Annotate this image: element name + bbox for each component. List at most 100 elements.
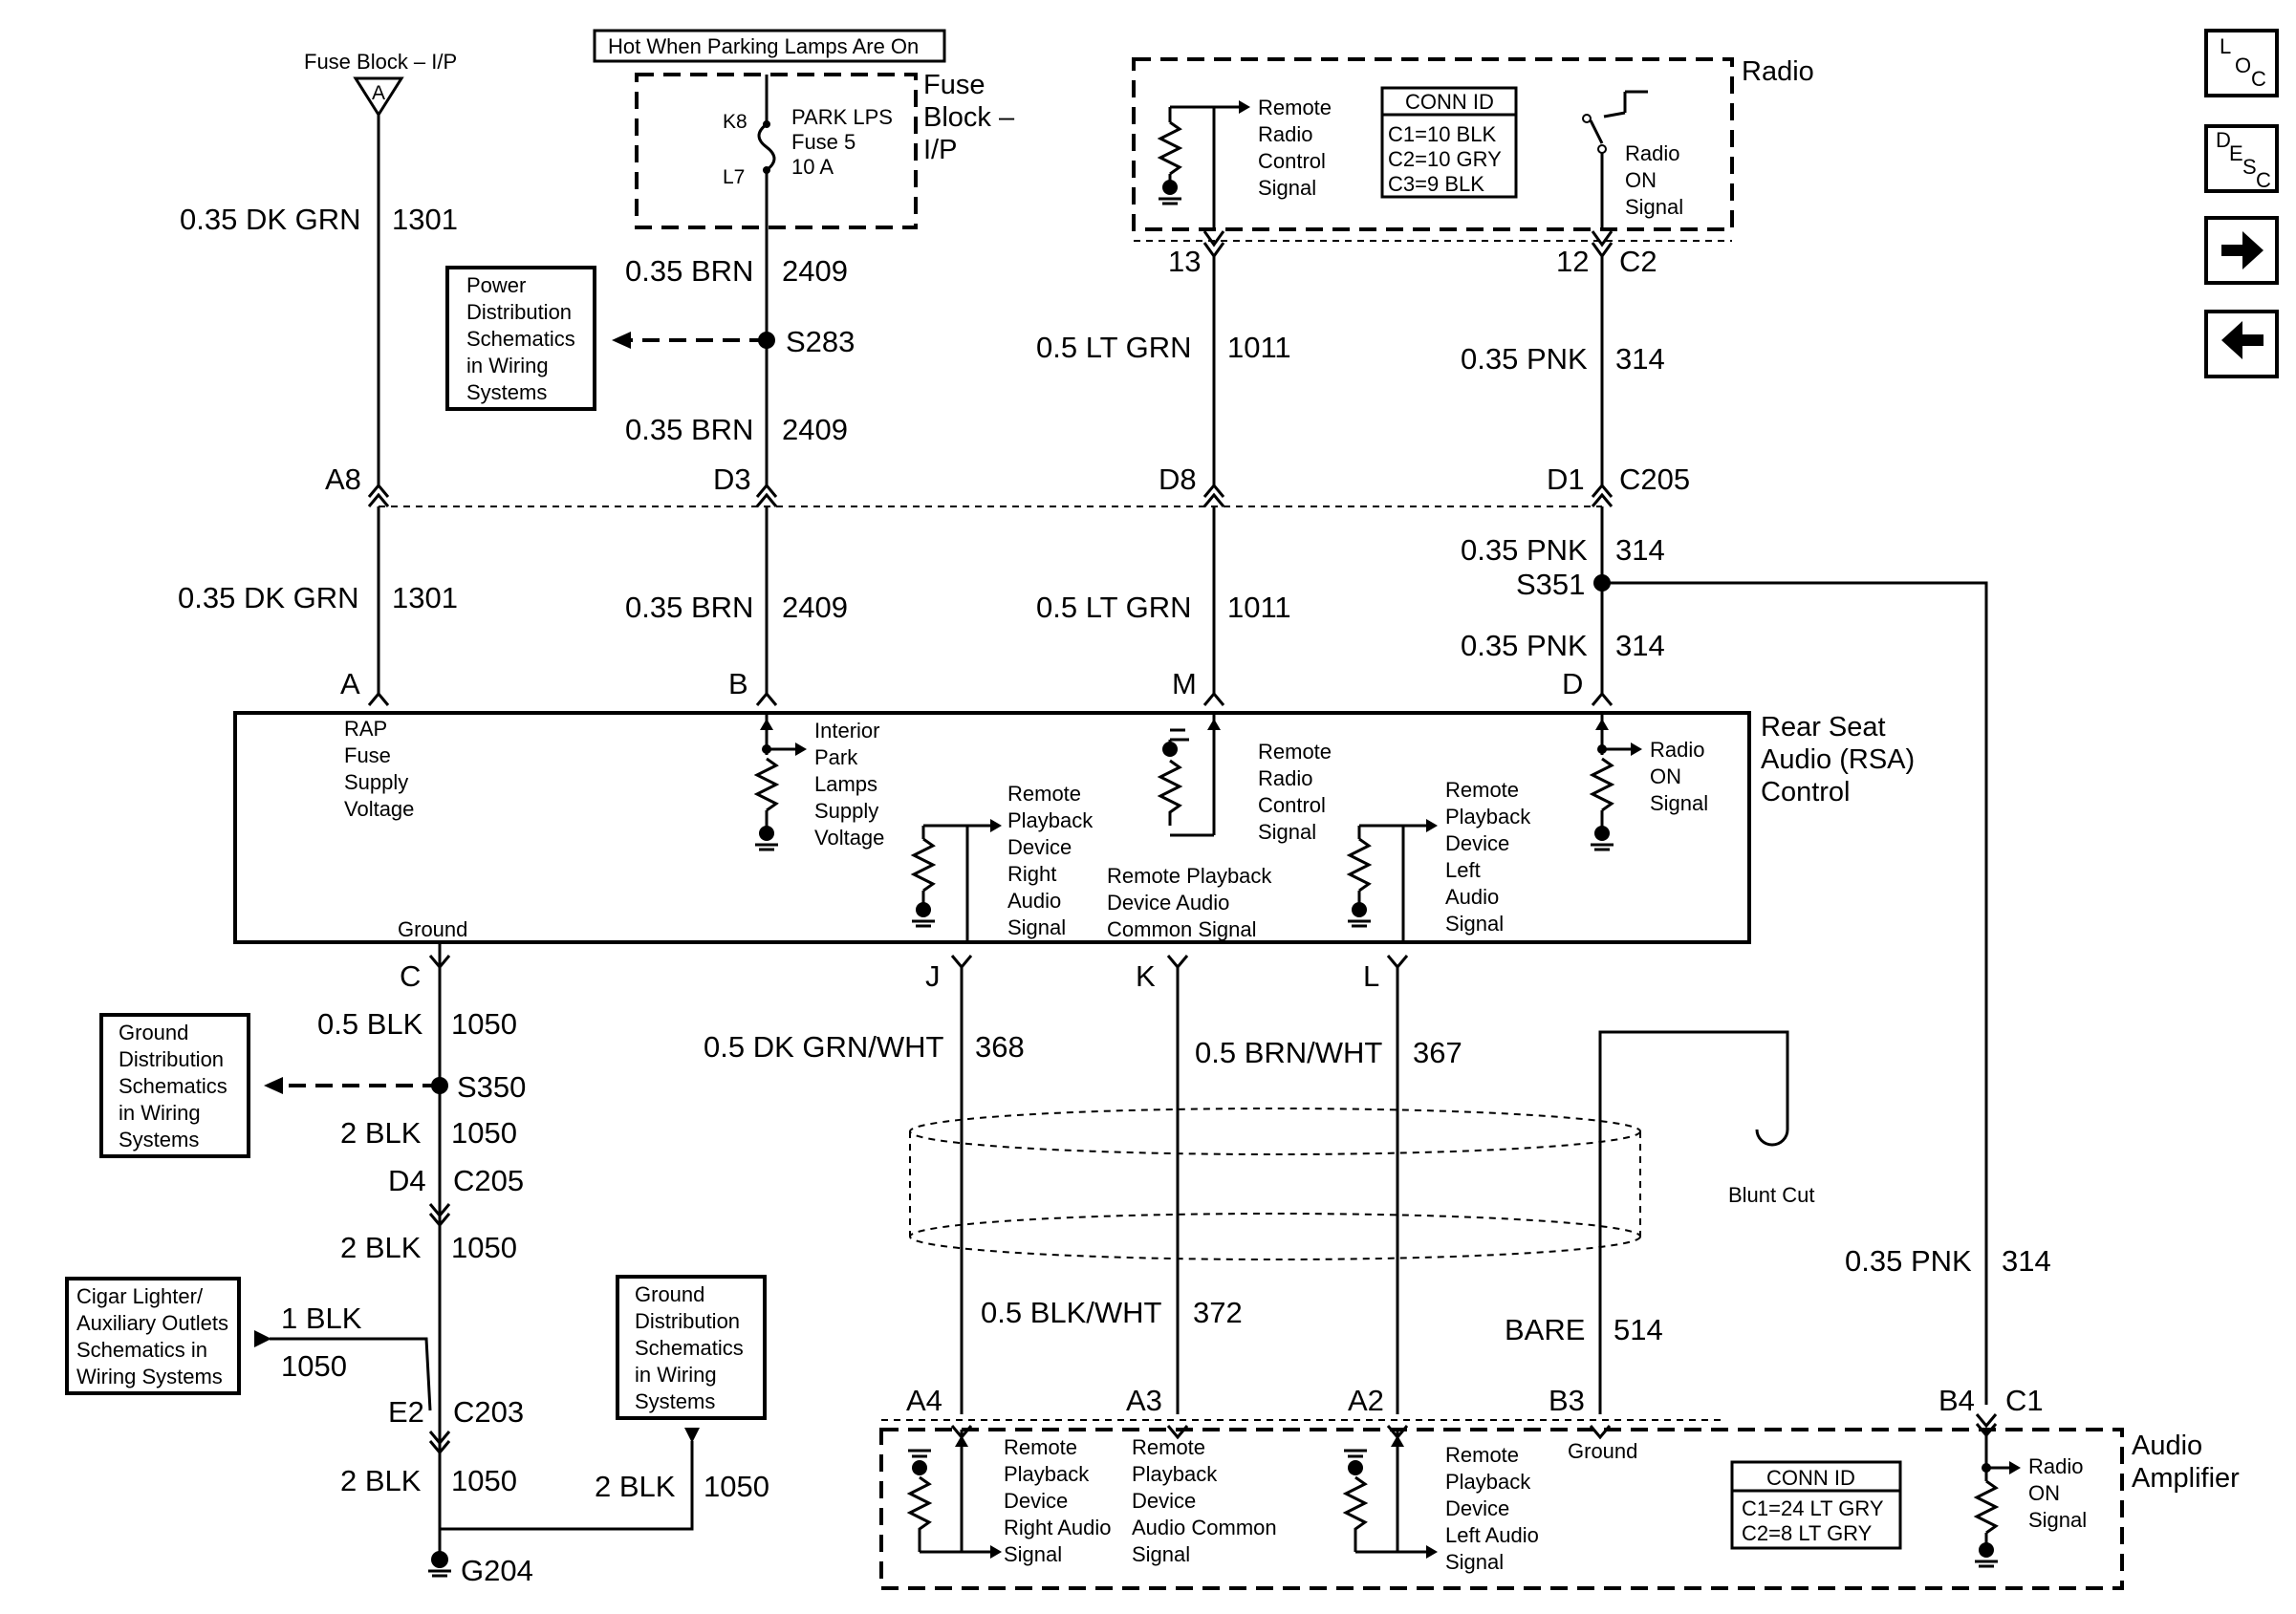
- svg-text:CONN ID: CONN ID: [1766, 1466, 1855, 1490]
- svg-text:Control: Control: [1761, 777, 1851, 807]
- svg-text:Signal: Signal: [1445, 912, 1504, 936]
- rsa-remote-playback-left: [1346, 819, 1438, 942]
- svg-text:Remote: Remote: [1004, 1435, 1077, 1459]
- svg-text:2409: 2409: [782, 591, 848, 624]
- svg-text:1050: 1050: [451, 1464, 517, 1497]
- svg-text:B: B: [728, 667, 748, 700]
- svg-text:Signal: Signal: [1650, 791, 1708, 815]
- cigar-lighter-ref[interactable]: [65, 1277, 241, 1395]
- svg-text:Supply: Supply: [344, 770, 408, 794]
- svg-text:Remote: Remote: [1132, 1435, 1205, 1459]
- svg-text:D4: D4: [388, 1164, 426, 1197]
- svg-text:Systems: Systems: [119, 1128, 199, 1151]
- svg-text:Left Audio: Left Audio: [1445, 1523, 1539, 1547]
- svg-text:Left: Left: [1445, 858, 1481, 882]
- svg-text:0.35 PNK: 0.35 PNK: [1461, 533, 1588, 567]
- power-distribution-ref[interactable]: [445, 266, 596, 411]
- prev-page-button[interactable]: [2204, 310, 2279, 378]
- hot-note-box: [593, 29, 946, 63]
- svg-text:Device: Device: [1445, 831, 1509, 855]
- svg-text:1050: 1050: [281, 1349, 347, 1383]
- ground-g204: [431, 1551, 448, 1568]
- splice-s283: [758, 332, 775, 349]
- svg-text:Signal: Signal: [1445, 1550, 1504, 1574]
- c205-connector: [367, 483, 1614, 507]
- radio-on-switch: [1582, 90, 1648, 229]
- svg-text:C3=9 BLK: C3=9 BLK: [1388, 172, 1484, 196]
- svg-text:Playback: Playback: [1445, 805, 1531, 829]
- amp-radio-on-signal: [1973, 1430, 2021, 1568]
- loc-button[interactable]: L O C: [2204, 29, 2279, 97]
- svg-text:Signal: Signal: [1004, 1542, 1062, 1566]
- svg-text:Radio: Radio: [1625, 141, 1679, 165]
- svg-text:1301: 1301: [392, 203, 458, 236]
- svg-text:Ground: Ground: [398, 917, 467, 941]
- svg-text:D8: D8: [1159, 463, 1197, 496]
- svg-text:L: L: [1363, 959, 1379, 993]
- svg-text:A4: A4: [906, 1384, 942, 1417]
- svg-text:Cigar Lighter/: Cigar Lighter/: [76, 1284, 204, 1308]
- svg-text:C2=8 LT GRY: C2=8 LT GRY: [1742, 1521, 1873, 1545]
- svg-text:Remote: Remote: [1445, 1443, 1519, 1467]
- svg-text:C1=24 LT GRY: C1=24 LT GRY: [1742, 1496, 1884, 1520]
- svg-text:1050: 1050: [704, 1470, 769, 1503]
- svg-text:Right: Right: [1007, 862, 1056, 886]
- svg-text:Systems: Systems: [635, 1389, 715, 1413]
- svg-text:BARE: BARE: [1505, 1313, 1585, 1346]
- next-page-button[interactable]: [2204, 216, 2279, 285]
- svg-text:2 BLK: 2 BLK: [340, 1231, 422, 1264]
- svg-text:Audio: Audio: [2132, 1431, 2202, 1461]
- svg-text:Playback: Playback: [1132, 1462, 1218, 1486]
- amp-conn-id: [1730, 1460, 1902, 1550]
- svg-text:Remote Playback: Remote Playback: [1107, 864, 1272, 888]
- svg-text:Signal: Signal: [1132, 1542, 1190, 1566]
- svg-text:Schematics: Schematics: [466, 327, 575, 351]
- svg-text:Radio: Radio: [1742, 56, 1814, 87]
- svg-text:J: J: [925, 959, 941, 993]
- svg-text:RAP: RAP: [344, 717, 387, 741]
- svg-text:0.35 DK GRN: 0.35 DK GRN: [178, 581, 359, 614]
- svg-text:Device: Device: [1004, 1489, 1068, 1513]
- radio-remote-signal: [1157, 100, 1250, 229]
- svg-text:L7: L7: [723, 166, 745, 188]
- svg-text:Systems: Systems: [466, 380, 547, 404]
- svg-text:0.35 PNK: 0.35 PNK: [1845, 1244, 1972, 1278]
- svg-text:C1: C1: [2005, 1384, 2044, 1417]
- svg-text:13: 13: [1168, 245, 1201, 278]
- svg-text:Device Audio: Device Audio: [1107, 891, 1229, 915]
- svg-text:367: 367: [1413, 1036, 1462, 1069]
- svg-text:12: 12: [1556, 245, 1589, 278]
- svg-text:A8: A8: [325, 463, 361, 496]
- svg-text:ON: ON: [1625, 168, 1657, 192]
- svg-text:Signal: Signal: [2028, 1508, 2087, 1532]
- rsa-remote-playback-right: [910, 819, 1002, 942]
- svg-text:C205: C205: [453, 1164, 524, 1197]
- svg-text:Power: Power: [466, 273, 526, 297]
- svg-text:Fuse: Fuse: [344, 743, 391, 767]
- svg-text:C: C: [2251, 67, 2266, 91]
- desc-button[interactable]: D E S C: [2204, 124, 2279, 193]
- svg-text:Ground: Ground: [119, 1021, 188, 1044]
- svg-text:0.5 LT GRN: 0.5 LT GRN: [1036, 591, 1192, 624]
- svg-text:C: C: [400, 959, 421, 993]
- svg-text:C205: C205: [1619, 463, 1690, 496]
- svg-text:0.5 BLK/WHT: 0.5 BLK/WHT: [981, 1296, 1162, 1329]
- ground-distribution-ref-1[interactable]: [99, 1013, 250, 1158]
- svg-text:E2: E2: [388, 1395, 424, 1429]
- svg-text:A: A: [340, 667, 360, 700]
- svg-text:Audio (RSA): Audio (RSA): [1761, 744, 1915, 775]
- svg-text:Distribution: Distribution: [635, 1309, 740, 1333]
- svg-text:C203: C203: [453, 1395, 524, 1429]
- interior-park-lamps-input: [753, 713, 807, 851]
- svg-text:Fuse: Fuse: [923, 70, 985, 100]
- svg-text:Lamps: Lamps: [814, 772, 877, 796]
- fuse-block-label: Fuse Block – I/P: [304, 50, 457, 74]
- svg-text:372: 372: [1193, 1296, 1243, 1329]
- svg-text:L: L: [2220, 34, 2231, 58]
- svg-text:0.35 BRN: 0.35 BRN: [625, 413, 753, 446]
- svg-text:I/P: I/P: [923, 135, 957, 165]
- svg-text:in Wiring: in Wiring: [466, 354, 549, 377]
- ground-distribution-ref-2[interactable]: [616, 1275, 767, 1420]
- cable-shield: [909, 1108, 1641, 1260]
- svg-text:1 BLK: 1 BLK: [281, 1302, 362, 1335]
